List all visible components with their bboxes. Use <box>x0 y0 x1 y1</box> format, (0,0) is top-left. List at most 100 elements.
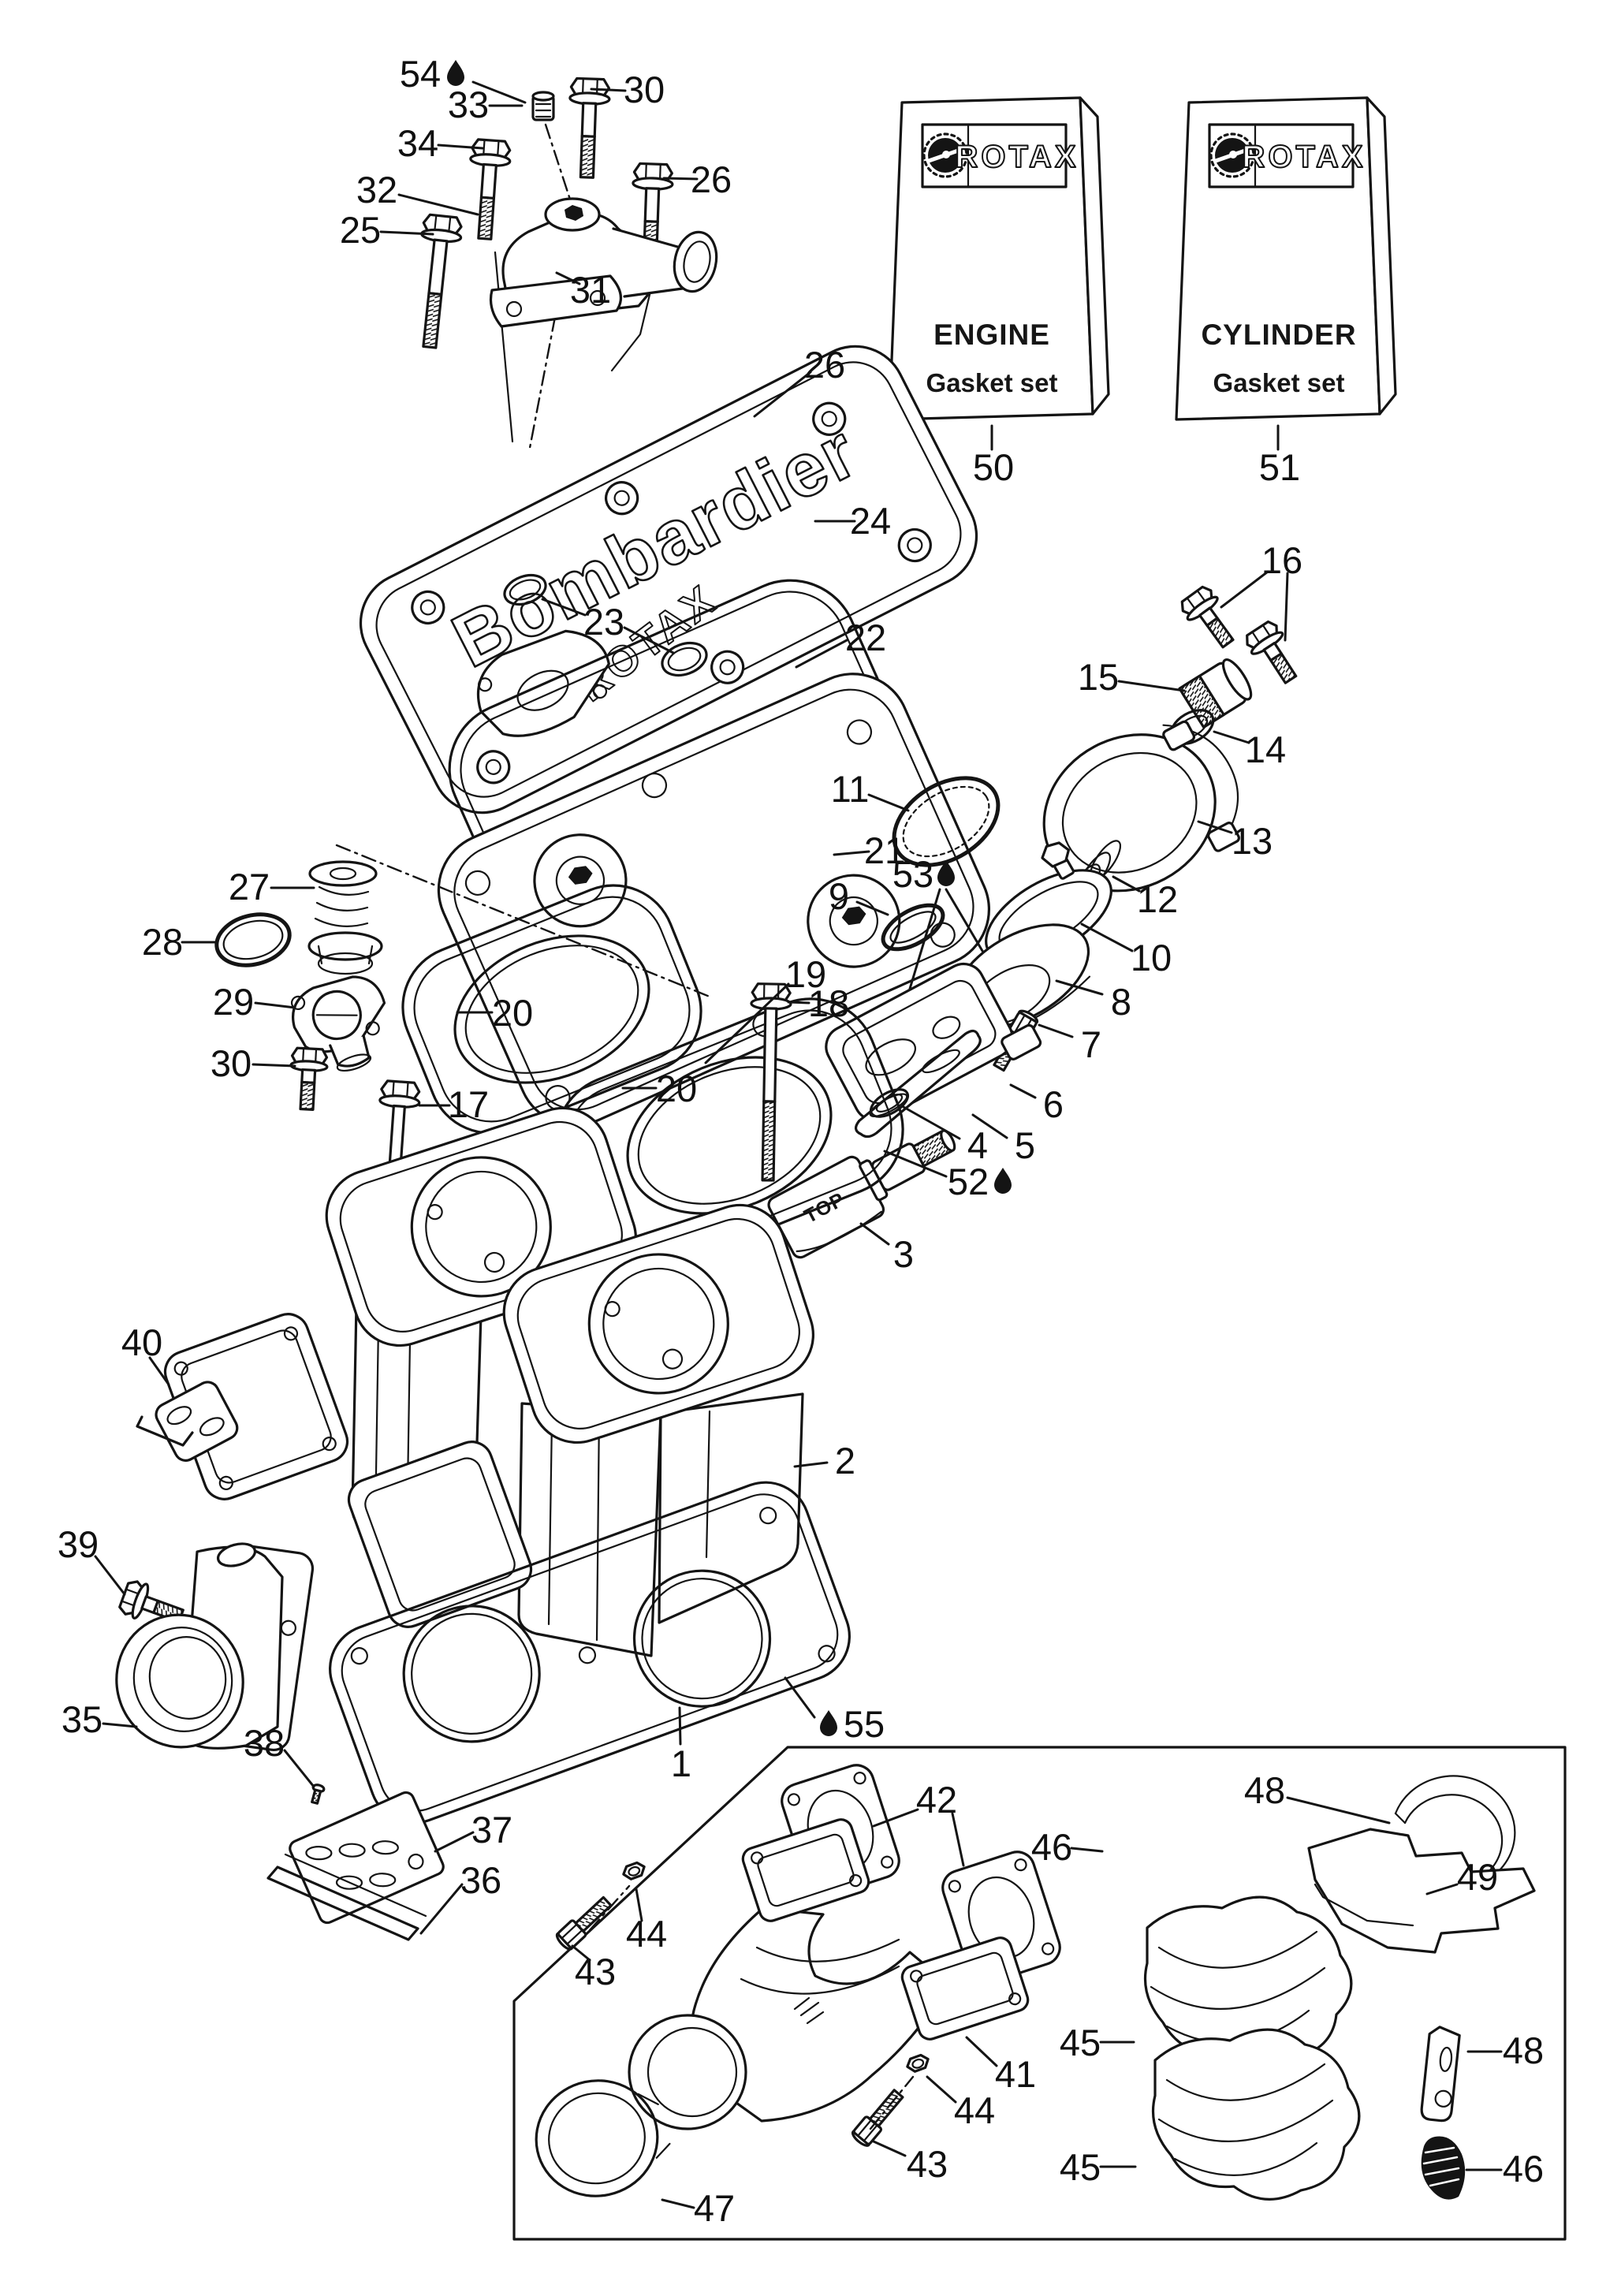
callout-53-21: 53 <box>892 853 984 990</box>
leader-line <box>1197 820 1233 834</box>
leader-line <box>1286 1796 1391 1824</box>
leader-line <box>951 1812 965 1867</box>
leader-line <box>1112 875 1141 893</box>
leader-line <box>908 888 941 990</box>
callout-3-39: 3 <box>859 1222 914 1275</box>
leader-line <box>102 1722 138 1728</box>
callout-49-52: 49 <box>1425 1856 1498 1898</box>
callout-27-26: 27 <box>229 866 315 908</box>
leader-line <box>1009 1083 1037 1099</box>
part-29-outlet-flange <box>290 975 386 1072</box>
part-40-bracket <box>136 1381 239 1462</box>
part-34-bolt <box>464 137 513 242</box>
bag-title: CYLINDER <box>1201 319 1356 351</box>
part-number-label: 24 <box>850 500 891 542</box>
part-number-label: 3 <box>893 1233 914 1275</box>
part-number-label: 37 <box>471 1809 512 1851</box>
part-9-o-ring <box>881 903 945 952</box>
leader-line <box>471 80 527 104</box>
callout-6-35: 6 <box>1009 1083 1064 1125</box>
leader-line <box>872 2140 907 2157</box>
oil-droplet-icon <box>447 60 464 86</box>
leader-line <box>971 1113 1008 1139</box>
part-41-exhaust-manifold <box>628 1818 1030 2130</box>
part-number-label: 31 <box>570 269 611 311</box>
callout-50-12: 50 <box>973 424 1014 488</box>
callout-14-16: 14 <box>1213 729 1286 770</box>
assembly-line <box>494 251 514 443</box>
part-number-label: 25 <box>340 209 381 251</box>
callout-11-19: 11 <box>831 768 910 812</box>
leader-line <box>1425 1883 1459 1895</box>
callout-46-51: 46 <box>1031 1826 1104 1868</box>
part-number-label: 52 <box>948 1161 989 1202</box>
leader-line <box>859 1222 890 1246</box>
part-number-label: 48 <box>1503 2030 1544 2071</box>
leader-line <box>397 193 479 216</box>
leader-line <box>571 1944 591 1962</box>
leader-line <box>662 177 699 181</box>
callout-44-54: 44 <box>626 1888 667 1955</box>
leader-line <box>833 850 870 856</box>
callout-26-8: 26 <box>753 344 845 418</box>
leader-line <box>1220 570 1269 609</box>
callout-9-22: 9 <box>829 875 889 917</box>
part-30-bolt-top <box>565 76 612 180</box>
callout-30-2: 30 <box>590 69 665 110</box>
callout-26-7: 26 <box>662 158 732 200</box>
callout-45-60: 45 <box>1060 2146 1137 2188</box>
leader-line <box>867 793 910 812</box>
callout-46-62: 46 <box>1465 2148 1544 2190</box>
part-number-label: 5 <box>1015 1124 1035 1166</box>
callout-45-59: 45 <box>1060 2022 1135 2063</box>
callout-19-32: 19 <box>704 953 826 1064</box>
part-number-label: 29 <box>213 981 254 1023</box>
part-45-exhaust-sockets <box>1143 1895 1361 2201</box>
callout-1-47: 1 <box>671 1706 691 1784</box>
callout-7-25: 7 <box>1038 1023 1101 1065</box>
callout-30-29: 30 <box>211 1042 296 1084</box>
part-number-label: 46 <box>1031 1826 1072 1868</box>
part-number-label: 50 <box>973 446 1014 488</box>
callout-39-42: 39 <box>58 1523 126 1596</box>
callout-16-14: 16 <box>1220 539 1302 642</box>
centerline <box>335 844 711 998</box>
callout-17-31: 17 <box>418 1083 489 1125</box>
part-number-label: 2 <box>835 1440 855 1482</box>
callout-15-15: 15 <box>1078 656 1186 698</box>
callout-21-20: 21 <box>833 829 905 871</box>
callout-12-18: 12 <box>1112 875 1178 920</box>
centerline <box>528 315 557 449</box>
callout-44-56: 44 <box>926 2075 995 2131</box>
part-number-label: 42 <box>916 1779 957 1821</box>
leader-line <box>1284 572 1289 642</box>
part-number-label: 38 <box>244 1722 285 1764</box>
bag-brand: ROTAX <box>1242 140 1366 174</box>
part-36-shim <box>266 1853 427 1941</box>
part-15-plug <box>1178 658 1253 729</box>
part-number-label: 10 <box>1131 937 1172 978</box>
leader-line <box>419 1883 464 1935</box>
callout-51-13: 51 <box>1259 424 1300 488</box>
part-number-label: 16 <box>1261 539 1302 581</box>
leader-line <box>872 1808 919 1828</box>
part-number-label: 6 <box>1043 1083 1064 1125</box>
oil-droplet-icon <box>820 1710 837 1736</box>
part-2-cylinders <box>163 1106 814 1657</box>
part-number-label: 22 <box>845 617 886 658</box>
part-number-label: 17 <box>448 1083 489 1125</box>
leader-line <box>1213 730 1250 744</box>
leader-line <box>94 1555 126 1596</box>
part-number-label: 21 <box>864 829 905 871</box>
part-23-o-rings <box>503 573 708 677</box>
part-number-label: 14 <box>1245 729 1286 770</box>
callout-31-6: 31 <box>555 269 611 311</box>
rotax-gear-logo-icon <box>1209 132 1255 178</box>
leader-line <box>623 626 675 654</box>
part-number-label: 35 <box>61 1698 102 1740</box>
bag-subtitle: Gasket set <box>1213 368 1345 397</box>
leader-line <box>945 888 984 952</box>
callout-35-43: 35 <box>61 1698 138 1740</box>
leader-line <box>704 982 790 1064</box>
